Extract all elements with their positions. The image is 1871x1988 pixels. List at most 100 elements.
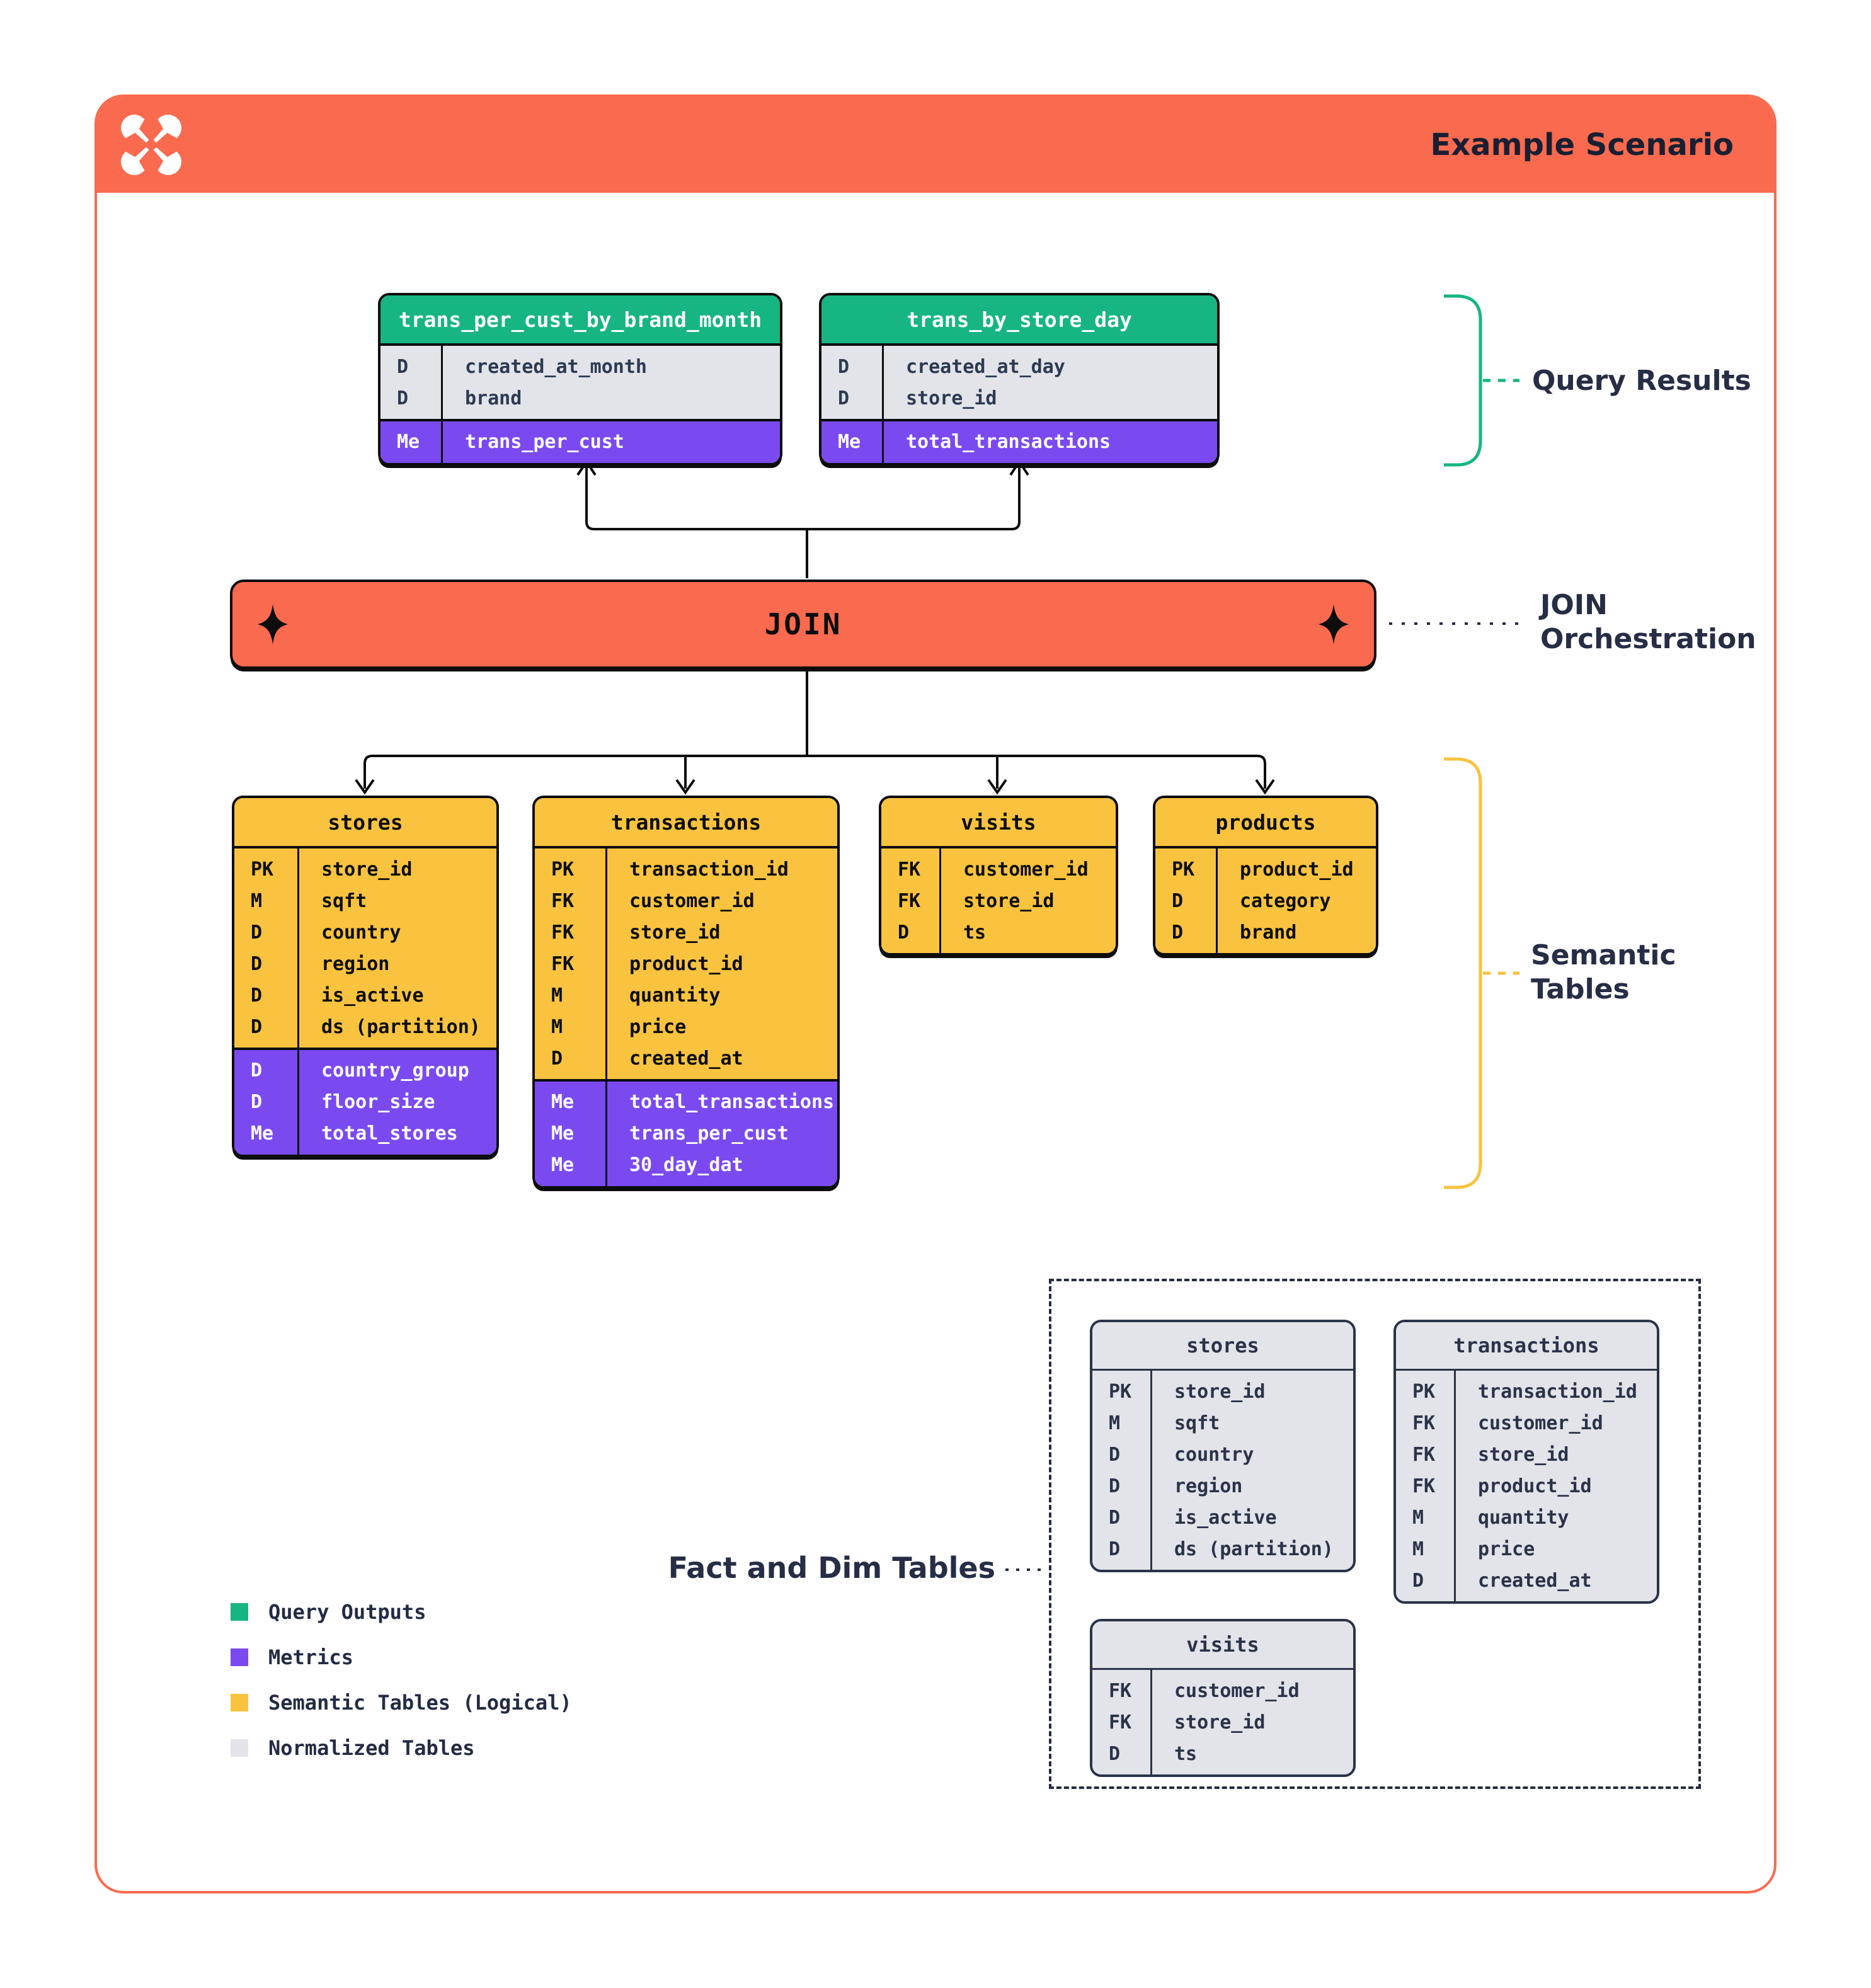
field-key: PK bbox=[251, 858, 274, 881]
table-title: visits bbox=[1092, 1621, 1353, 1670]
field-name: country_group bbox=[321, 1059, 469, 1082]
field-name: trans_per_cust bbox=[629, 1122, 789, 1145]
field-name: product_id bbox=[1240, 858, 1354, 881]
semantic-tables-line1: Semantic bbox=[1531, 939, 1676, 971]
field-key: FK bbox=[1412, 1443, 1436, 1466]
field-key: Me bbox=[397, 430, 420, 453]
page-title: Example Scenario bbox=[1430, 127, 1734, 163]
table-title: trans_by_store_day bbox=[821, 295, 1217, 346]
join-orchestration-line2: Orchestration bbox=[1540, 623, 1756, 655]
field-name: sqft bbox=[1174, 1412, 1220, 1434]
field-key: M bbox=[1412, 1506, 1424, 1529]
field-name: price bbox=[1478, 1538, 1535, 1560]
field-name: transaction_id bbox=[1478, 1380, 1637, 1403]
field-name: created_at_day bbox=[906, 355, 1065, 378]
field-name: store_id bbox=[629, 921, 721, 944]
field-key: M bbox=[251, 889, 263, 912]
field-key: M bbox=[1412, 1538, 1424, 1560]
table-title: stores bbox=[234, 798, 496, 848]
semantic-tables-label: Semantic Tables bbox=[1531, 939, 1676, 1007]
field-key: PK bbox=[1412, 1380, 1436, 1403]
legend-item: Normalized Tables bbox=[231, 1734, 572, 1762]
field-key: D bbox=[1109, 1443, 1121, 1466]
table-title: transactions bbox=[535, 798, 837, 848]
field-key: D bbox=[838, 387, 850, 409]
legend-swatch bbox=[231, 1694, 248, 1711]
field-name: customer_id bbox=[1174, 1679, 1300, 1702]
legend-item: Semantic Tables (Logical) bbox=[231, 1688, 572, 1717]
sparkle-diamond-icon bbox=[258, 604, 288, 644]
field-key: Me bbox=[838, 430, 861, 453]
field-name: transaction_id bbox=[629, 858, 789, 881]
query-results-label: Query Results bbox=[1532, 365, 1751, 397]
field-key: D bbox=[1109, 1506, 1121, 1529]
legend-label: Semantic Tables (Logical) bbox=[268, 1691, 572, 1715]
legend-label: Metrics bbox=[268, 1645, 353, 1669]
field-name: created_at bbox=[629, 1047, 743, 1070]
join-orchestration-line1: JOIN bbox=[1540, 589, 1608, 621]
field-key: D bbox=[251, 984, 263, 1007]
field-key: FK bbox=[1412, 1475, 1436, 1497]
field-name: ts bbox=[1174, 1742, 1198, 1765]
field-name: 30_day_dat bbox=[629, 1153, 743, 1176]
join-label: JOIN bbox=[764, 607, 842, 641]
fact-dim-label: Fact and Dim Tables bbox=[668, 1551, 995, 1585]
field-key: M bbox=[551, 1015, 563, 1038]
table-title: visits bbox=[881, 798, 1116, 848]
field-name: created_at bbox=[1478, 1569, 1592, 1592]
field-name: store_id bbox=[321, 858, 413, 881]
field-key: Me bbox=[251, 1122, 274, 1145]
field-key: D bbox=[1109, 1475, 1121, 1497]
field-name: store_id bbox=[1478, 1443, 1569, 1466]
field-key: D bbox=[1109, 1538, 1121, 1560]
field-key: FK bbox=[1109, 1679, 1132, 1702]
field-name: total_stores bbox=[321, 1122, 458, 1145]
semantic-tables-line2: Tables bbox=[1531, 973, 1630, 1005]
legend-label: Query Outputs bbox=[268, 1600, 426, 1624]
field-name: store_id bbox=[906, 387, 997, 409]
field-key: Me bbox=[551, 1090, 575, 1113]
field-key: FK bbox=[1109, 1711, 1132, 1734]
field-name: store_id bbox=[1174, 1380, 1266, 1403]
field-key: D bbox=[551, 1047, 563, 1070]
field-key: D bbox=[1109, 1742, 1121, 1765]
fact-dim-box bbox=[1049, 1279, 1701, 1789]
field-name: sqft bbox=[321, 889, 367, 912]
field-key: D bbox=[397, 387, 409, 409]
field-key: D bbox=[1172, 889, 1184, 912]
field-key: Me bbox=[551, 1122, 575, 1145]
